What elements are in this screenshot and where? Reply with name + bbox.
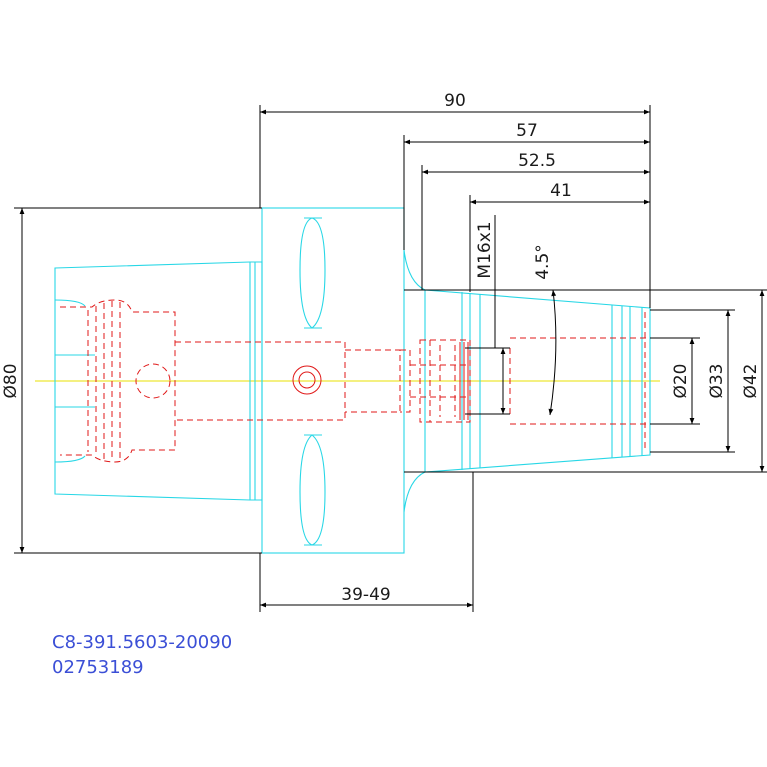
dim-dia-33: Ø33	[707, 363, 727, 398]
dim-dia-20: Ø20	[671, 363, 691, 398]
item-number: 02753189	[52, 657, 144, 678]
part-code: C8-391.5603-20090	[52, 632, 232, 653]
dim-len-41: 41	[550, 181, 572, 201]
dimension-lines	[14, 105, 767, 612]
dim-dia-42: Ø42	[741, 363, 761, 398]
dim-thread: M16x1	[475, 221, 495, 278]
body-outline	[54, 207, 651, 554]
dim-angle: 4.5°	[533, 244, 553, 280]
dim-overall-length: 90	[444, 91, 466, 111]
hidden-lines	[60, 299, 650, 463]
dim-len-57: 57	[516, 121, 538, 141]
dim-adjust-range: 39-49	[341, 585, 390, 605]
dim-dia-80: Ø80	[1, 363, 21, 398]
dim-len-52-5: 52.5	[518, 151, 556, 171]
